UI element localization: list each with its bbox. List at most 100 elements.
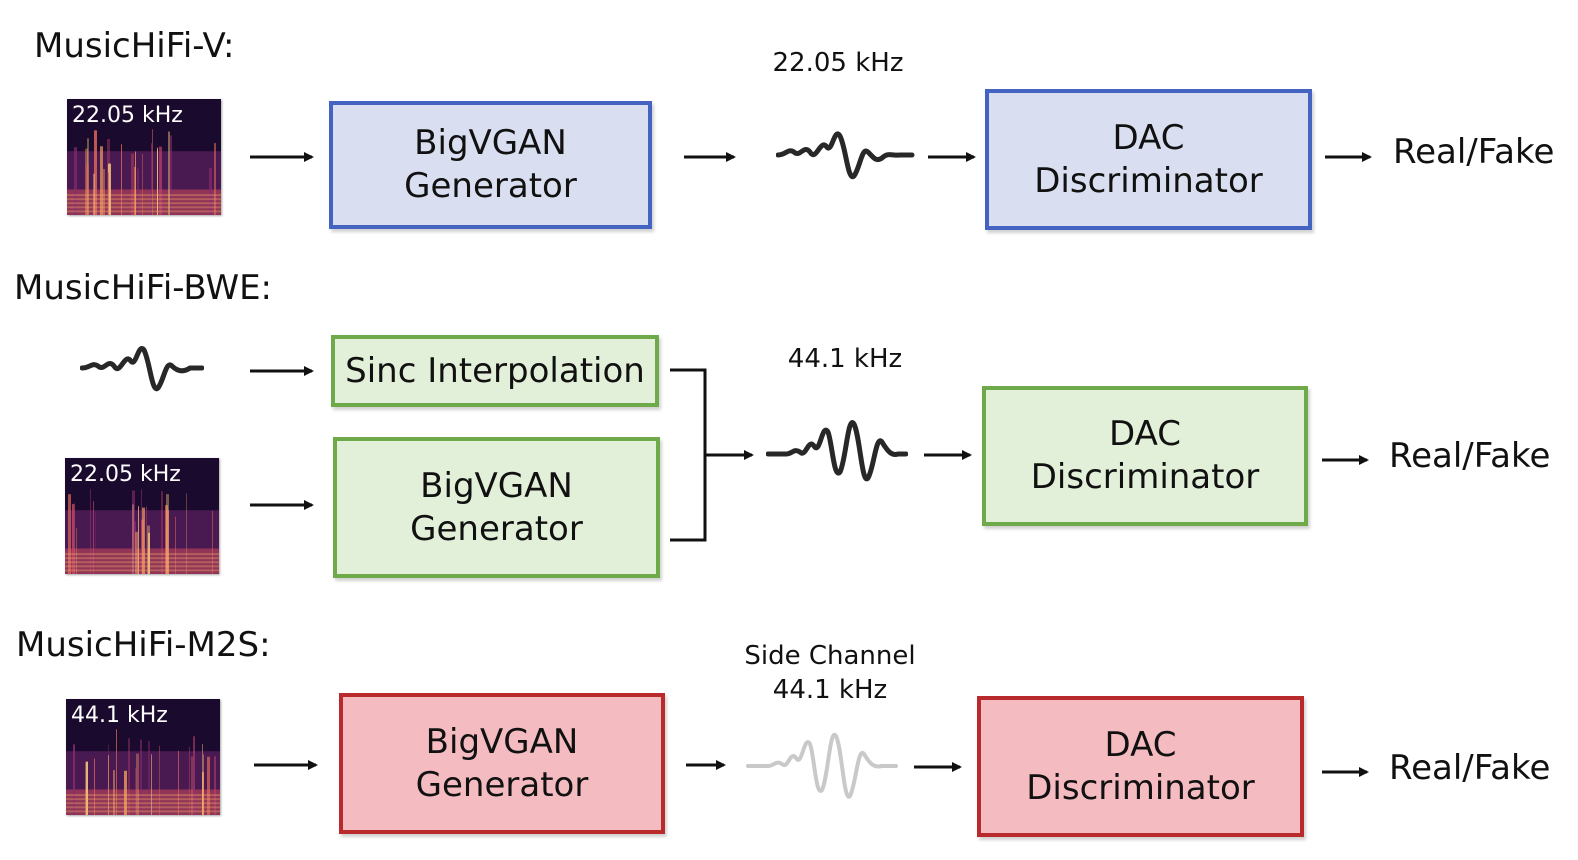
sinc-interpolation-label: Sinc Interpolation [345,350,645,391]
discriminator-line-2: Discriminator [1026,767,1255,808]
discriminator-line-2: Discriminator [1030,457,1260,497]
row-bwe-output-label: Real/Fake [1389,436,1551,476]
spectrogram-streak [214,756,216,815]
sample-rate-label: 44.1 kHz [772,675,888,705]
discriminator-line-2: Discriminator [1034,160,1263,201]
spectrogram-streak [168,131,170,215]
row-m2s-title: MusicHiFi-M2S: [16,625,271,665]
spectrogram-streak [146,506,147,574]
spectrogram-streak [202,771,204,815]
generator-line-1: BigVGAN [420,465,573,506]
spectrogram-streak [191,756,193,815]
row-v-title: MusicHiFi-V: [34,26,235,66]
row-bwe-discriminator-box: DAC Discriminator [982,386,1308,526]
spectrogram-harmonic [66,810,220,813]
row-bwe-spectrogram: 22.05 kHz [65,458,219,574]
row-bwe-sinc-interpolation-box: Sinc Interpolation [331,335,659,407]
row-bwe-rate-label: 44.1 kHz [787,344,903,374]
row-bwe-generator-box: BigVGAN Generator [333,437,660,578]
row-v-generator-box: BigVGAN Generator [329,101,652,229]
spectrogram-streak [131,153,134,215]
spectrogram-streak [135,768,137,815]
row-v-discriminator-box: DAC Discriminator [985,89,1312,230]
spectrogram-low-band [67,189,221,215]
spectrogram-streak [113,770,115,815]
spectrogram-label: 22.05 kHz [70,462,181,487]
spectrogram-harmonic [65,561,219,564]
row-m2s-side-channel-waveform-icon [746,732,898,799]
spectrogram-streak [157,148,158,215]
row-v-waveform-icon [776,131,915,179]
spectrogram-streak [90,488,91,574]
generator-line-2: Generator [415,764,589,805]
generator-line-1: BigVGAN [425,721,579,762]
row-m2s-spectrogram: 44.1 kHz [66,699,220,815]
row-bwe-output-waveform-icon [766,420,908,482]
spectrogram-streak [212,510,213,574]
spectrogram-streak [108,172,109,215]
spectrogram-streak [93,501,94,574]
merge-bracket [670,368,707,542]
spectrogram-streak [166,494,169,574]
spectrogram-harmonic [67,202,221,205]
generator-line-2: Generator [410,508,583,549]
spectrogram-streak [87,138,89,215]
row-v-rate-label: 22.05 kHz [772,48,904,78]
spectrogram-streak [193,762,195,815]
spectrogram-streak [175,516,176,574]
spectrogram-streak [140,739,142,815]
spectrogram-streak [148,740,150,815]
spectrogram-streak [136,753,139,815]
spectrogram-harmonic [67,210,221,213]
spectrogram-harmonic [66,802,220,805]
spectrogram-streak [108,163,111,215]
row-bwe-input-waveform-icon [80,346,204,392]
spectrogram-streak [124,770,127,815]
spectrogram-harmonic [65,565,219,568]
spectrogram-streak [209,167,212,215]
spectrogram-streak [95,511,96,574]
generator-line-2: Generator [404,166,577,206]
spectrogram-streak [142,154,143,215]
spectrogram-streak [100,146,103,215]
spectrogram-harmonic [66,798,220,801]
spectrogram-streak [161,491,163,574]
spectrogram-streak [134,166,136,215]
spectrogram-streak [148,532,150,574]
spectrogram-streak [214,143,216,215]
spectrogram-streak [86,761,88,815]
spectrogram-harmonic [65,553,219,556]
spectrogram-streak [103,169,105,215]
spectrogram-streak [178,750,179,815]
spectrogram-harmonic [65,569,219,572]
spectrogram-streak [72,504,74,574]
spectrogram-streak [128,738,130,815]
row-v-spectrogram: 22.05 kHz [67,99,221,215]
discriminator-line-1: DAC [1104,724,1177,765]
spectrogram-streak [132,490,135,574]
row-m2s-discriminator-box: DAC Discriminator [977,696,1304,837]
spectrogram-streak [86,164,89,215]
discriminator-line-1: DAC [1109,414,1181,454]
row-m2s-rate-label: Side Channel 44.1 kHz [730,639,930,707]
spectrogram-streak [85,148,88,215]
generator-line-1: BigVGAN [414,123,567,163]
spectrogram-streak [189,747,190,815]
spectrogram-image [67,99,221,215]
spectrogram-streak [137,168,139,215]
spectrogram-streak [135,531,138,574]
spectrogram-streak [121,144,122,215]
spectrogram-streak [74,503,75,574]
spectrogram-harmonic [66,794,220,797]
spectrogram-streak [159,745,160,815]
spectrogram-streak [186,493,187,574]
spectrogram-streak [138,506,139,574]
spectrogram-streak [159,146,162,215]
spectrogram-streak [165,505,168,574]
spectrogram-streak [74,147,77,215]
spectrogram-streak [170,135,172,215]
spectrogram-streak [151,143,152,215]
spectrogram-label: 44.1 kHz [71,703,168,728]
